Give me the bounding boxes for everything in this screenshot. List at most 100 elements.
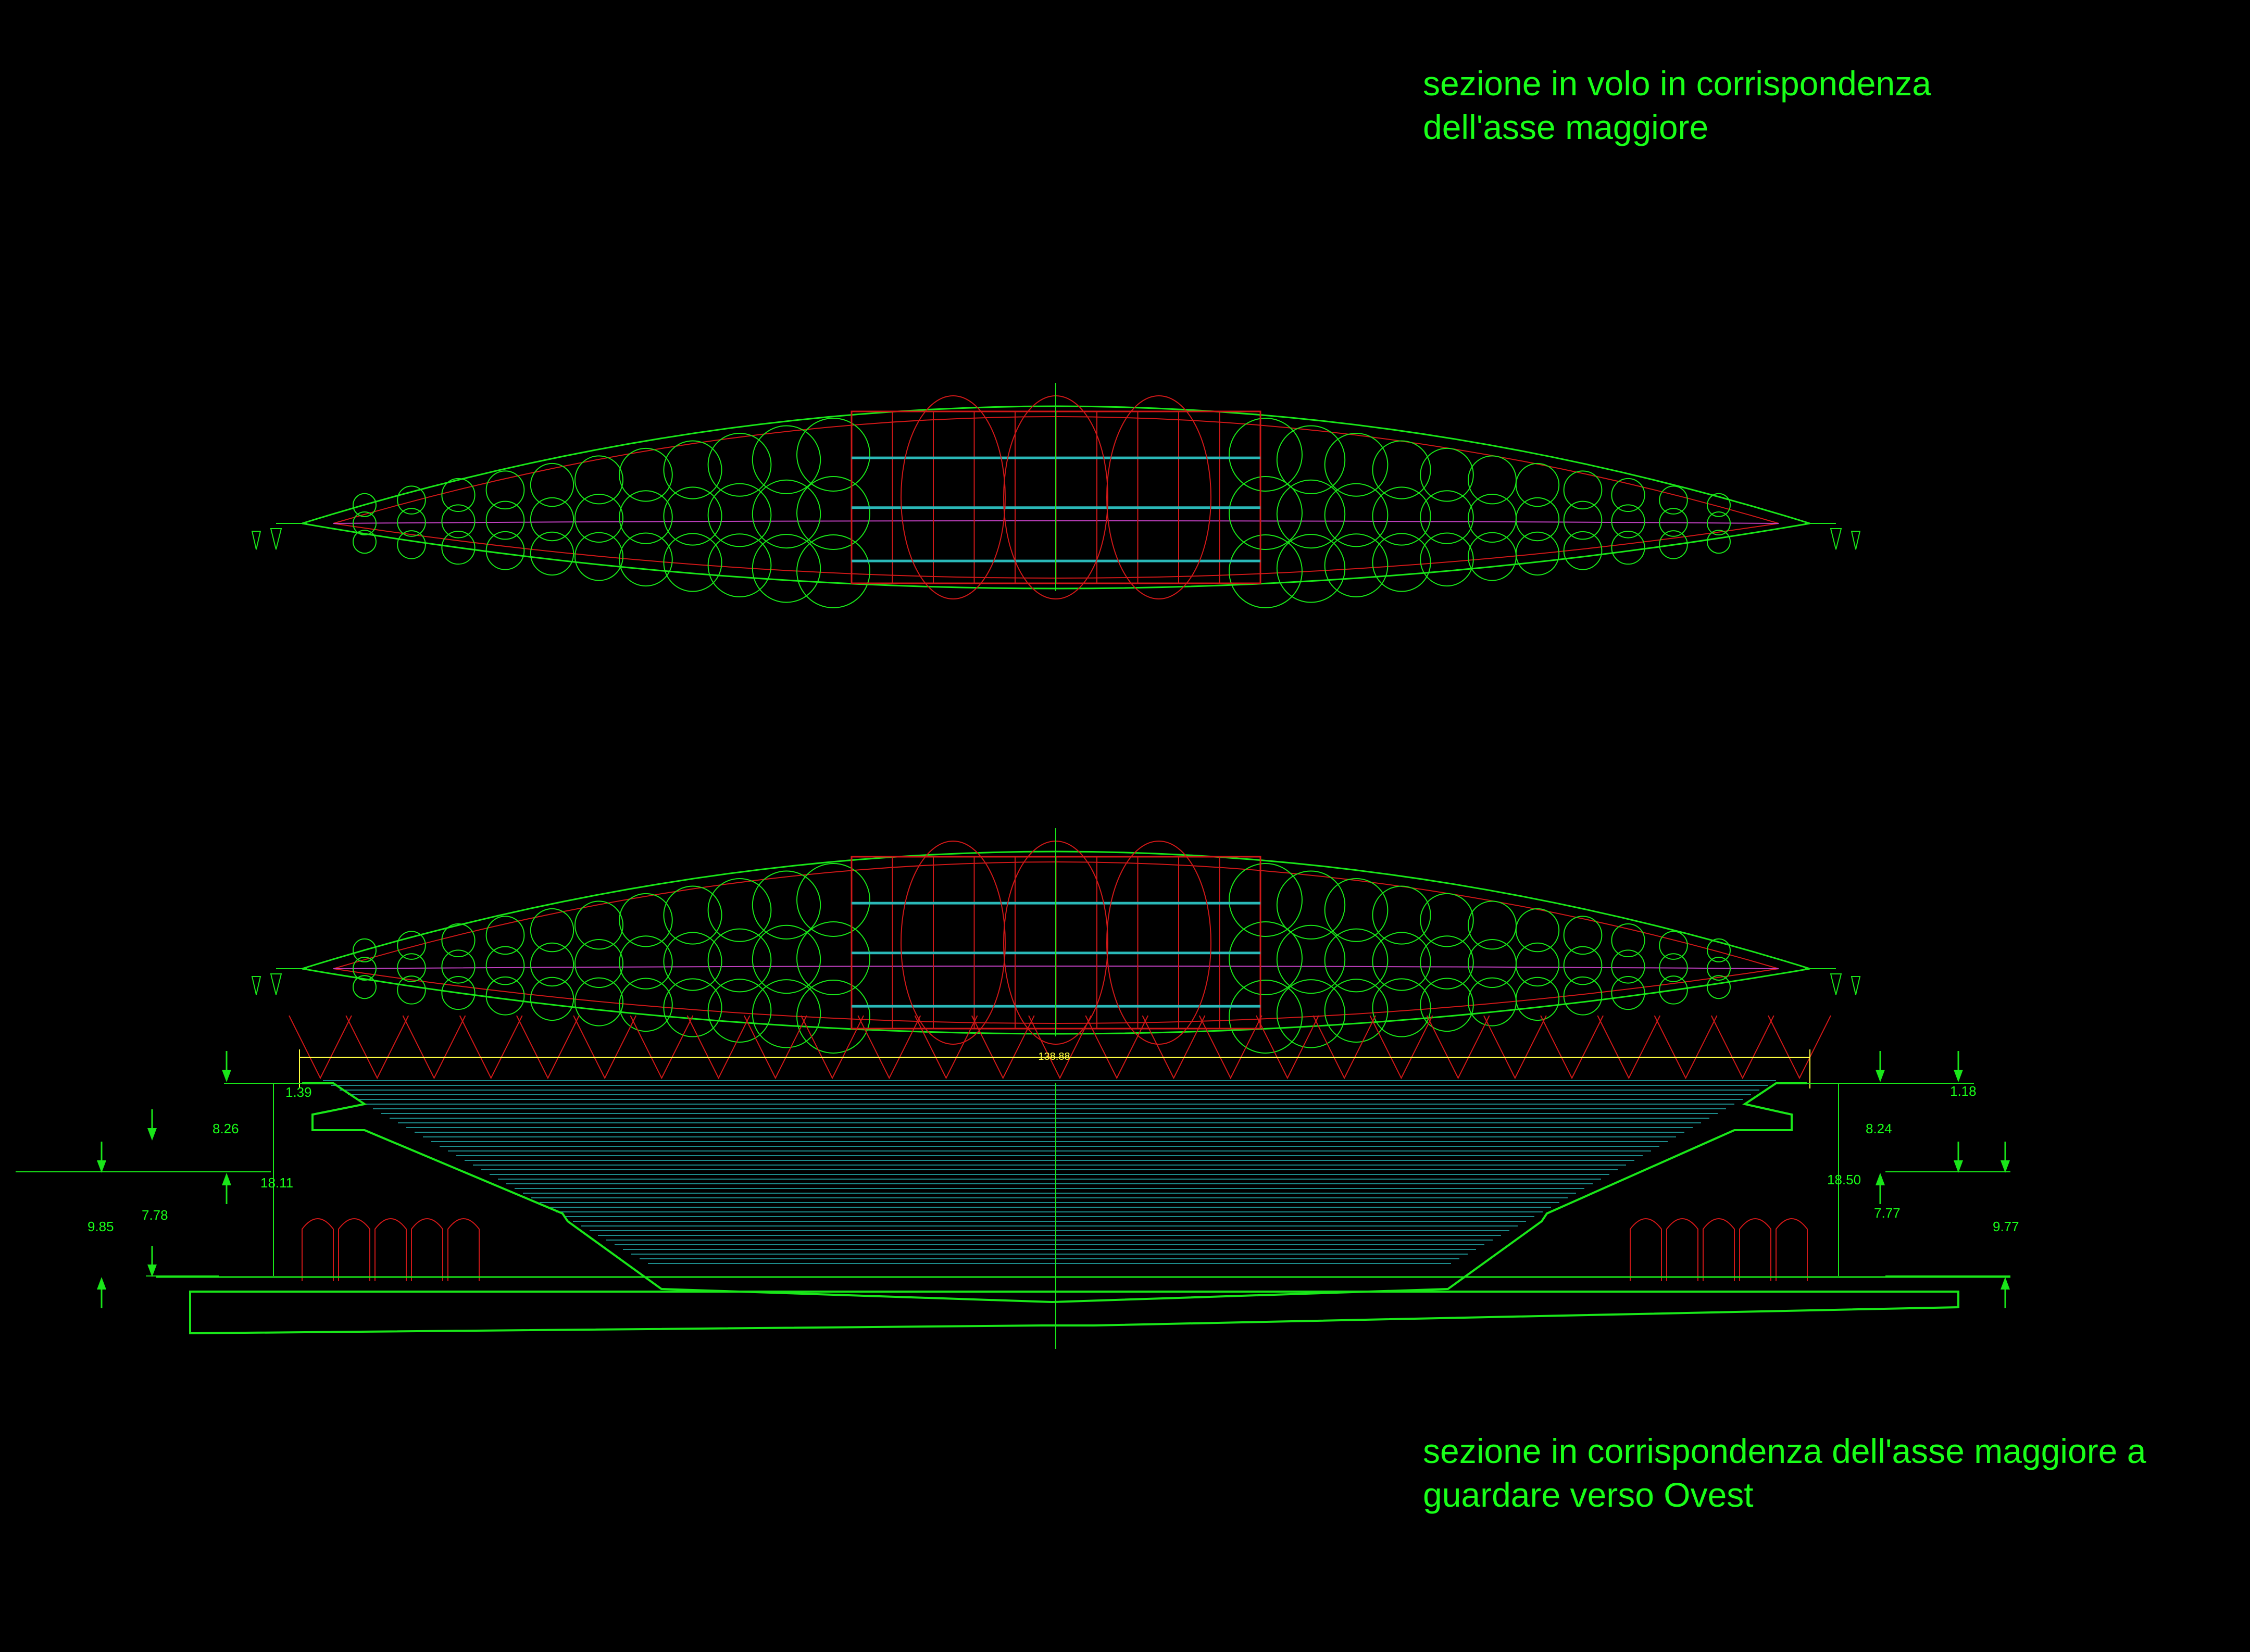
roof-cushion <box>1372 978 1431 1037</box>
roof-tip-pendant <box>270 973 282 995</box>
roof-cushion <box>752 534 821 603</box>
roof-cushion <box>574 900 623 950</box>
roof-cushion <box>1659 508 1688 537</box>
roof-cushion <box>752 924 821 994</box>
roof-cushion <box>1420 978 1474 1032</box>
support-strut <box>402 1015 466 1080</box>
support-strut <box>1597 1015 1661 1080</box>
right-total-height-label: 18.50 <box>1827 1172 1861 1187</box>
roof-cushion <box>397 508 426 537</box>
roof-cushion <box>1563 470 1603 510</box>
support-strut <box>345 1015 409 1080</box>
roof-cushion <box>1229 921 1303 995</box>
support-strut <box>573 1015 637 1080</box>
roof-cushion <box>353 493 377 517</box>
roof-cushion <box>1420 935 1474 990</box>
support-strut <box>686 1015 751 1080</box>
support-strut <box>630 1015 694 1080</box>
top-title-line-2: dell'asse maggiore <box>1423 108 1709 146</box>
roof-cushion <box>1611 923 1645 958</box>
roof-cushion <box>1324 878 1389 942</box>
roof-cushion <box>1420 532 1474 587</box>
bottom-section-title: sezione in corrispondenza dell'asse magg… <box>1423 1429 2146 1517</box>
roof-cushion <box>397 953 426 982</box>
support-strut <box>1426 1015 1490 1080</box>
arcade-arch <box>1630 1218 1662 1281</box>
left-top-step-label: 1.39 <box>285 1084 312 1100</box>
roof-cushion <box>796 980 870 1054</box>
roof-cushion <box>485 500 525 540</box>
roof-cushion <box>1563 531 1603 570</box>
roof-cushion <box>1276 979 1346 1048</box>
roof-cushion <box>530 462 574 507</box>
roof-cushion <box>574 494 623 543</box>
roof-cushion <box>1372 533 1431 592</box>
roof-cushion <box>752 425 821 494</box>
roof-cushion <box>441 923 476 958</box>
roof-cushion <box>619 447 673 502</box>
arrow-icon <box>97 1277 106 1290</box>
roof-cushion <box>574 977 623 1027</box>
roof-cushion <box>796 534 870 608</box>
roof-cushion <box>530 908 574 953</box>
roof-cushion <box>619 935 673 990</box>
roof-cushion <box>663 885 722 945</box>
roof-cushion <box>441 478 476 512</box>
arena-section <box>16 1080 2010 1349</box>
frame-lobe <box>901 395 1006 599</box>
right-top-step-label: 1.18 <box>1950 1083 1977 1099</box>
roof-cushion <box>485 946 525 985</box>
roof-cushion <box>1420 893 1474 947</box>
arrow-icon <box>97 1160 106 1173</box>
roof-cushion <box>1515 908 1560 953</box>
roof-cushion <box>663 440 722 499</box>
roof-cushion <box>796 921 870 995</box>
roof-cushion <box>707 533 772 598</box>
roof-cushion <box>353 975 377 999</box>
roof-cushion <box>397 931 426 960</box>
frame-lobe <box>1106 395 1211 599</box>
support-strut <box>1483 1015 1547 1080</box>
arrow-icon <box>1876 1070 1885 1082</box>
cavea-profile <box>302 1082 1807 1304</box>
arcade-arch <box>1703 1218 1735 1281</box>
roof-tip-pendant <box>1851 531 1861 550</box>
right-lower-height-label: 7.77 <box>1874 1205 1901 1221</box>
roof-tip-pendant <box>251 976 261 995</box>
roof-cushion <box>1276 924 1346 994</box>
support-strut <box>857 1015 921 1080</box>
roof-cushion <box>707 878 772 942</box>
left-ground-height-label: 9.85 <box>88 1219 114 1234</box>
roof-cushion <box>1229 418 1303 492</box>
roof-cushion <box>796 476 870 550</box>
roof-cushion <box>1707 511 1731 535</box>
roof-cushion <box>663 533 722 592</box>
arrow-icon <box>2001 1160 2010 1173</box>
support-strut <box>914 1015 978 1080</box>
roof-tip-pendant <box>270 528 282 550</box>
roof-cushion <box>1515 942 1560 987</box>
roof-cushion <box>1659 953 1688 982</box>
roof-cushion <box>1611 504 1645 539</box>
foundation-slab <box>189 1291 1959 1335</box>
roof-cushion <box>1324 483 1389 547</box>
roof-cushion <box>397 485 426 515</box>
support-strut <box>1028 1015 1092 1080</box>
arrow-icon <box>1876 1173 1885 1185</box>
arcade-arch <box>1666 1218 1698 1281</box>
arcade-arch <box>411 1218 443 1281</box>
roof-cushion <box>530 977 574 1021</box>
roof-cushion <box>619 893 673 947</box>
roof-cushion <box>663 486 722 546</box>
roof-cushion <box>752 479 821 549</box>
roof-cushion <box>663 978 722 1037</box>
left-total-height-label: 18.11 <box>260 1175 293 1191</box>
roof-cushion <box>1563 500 1603 540</box>
left-lower-height-label: 7.78 <box>142 1207 168 1223</box>
arcade-arch <box>447 1218 480 1281</box>
roof-support-struts <box>289 1015 1831 1080</box>
roof-cushion <box>1611 478 1645 512</box>
roof-cushion <box>1468 939 1517 988</box>
roof-cushion <box>353 511 377 535</box>
dimension-lines <box>97 1049 2010 1308</box>
